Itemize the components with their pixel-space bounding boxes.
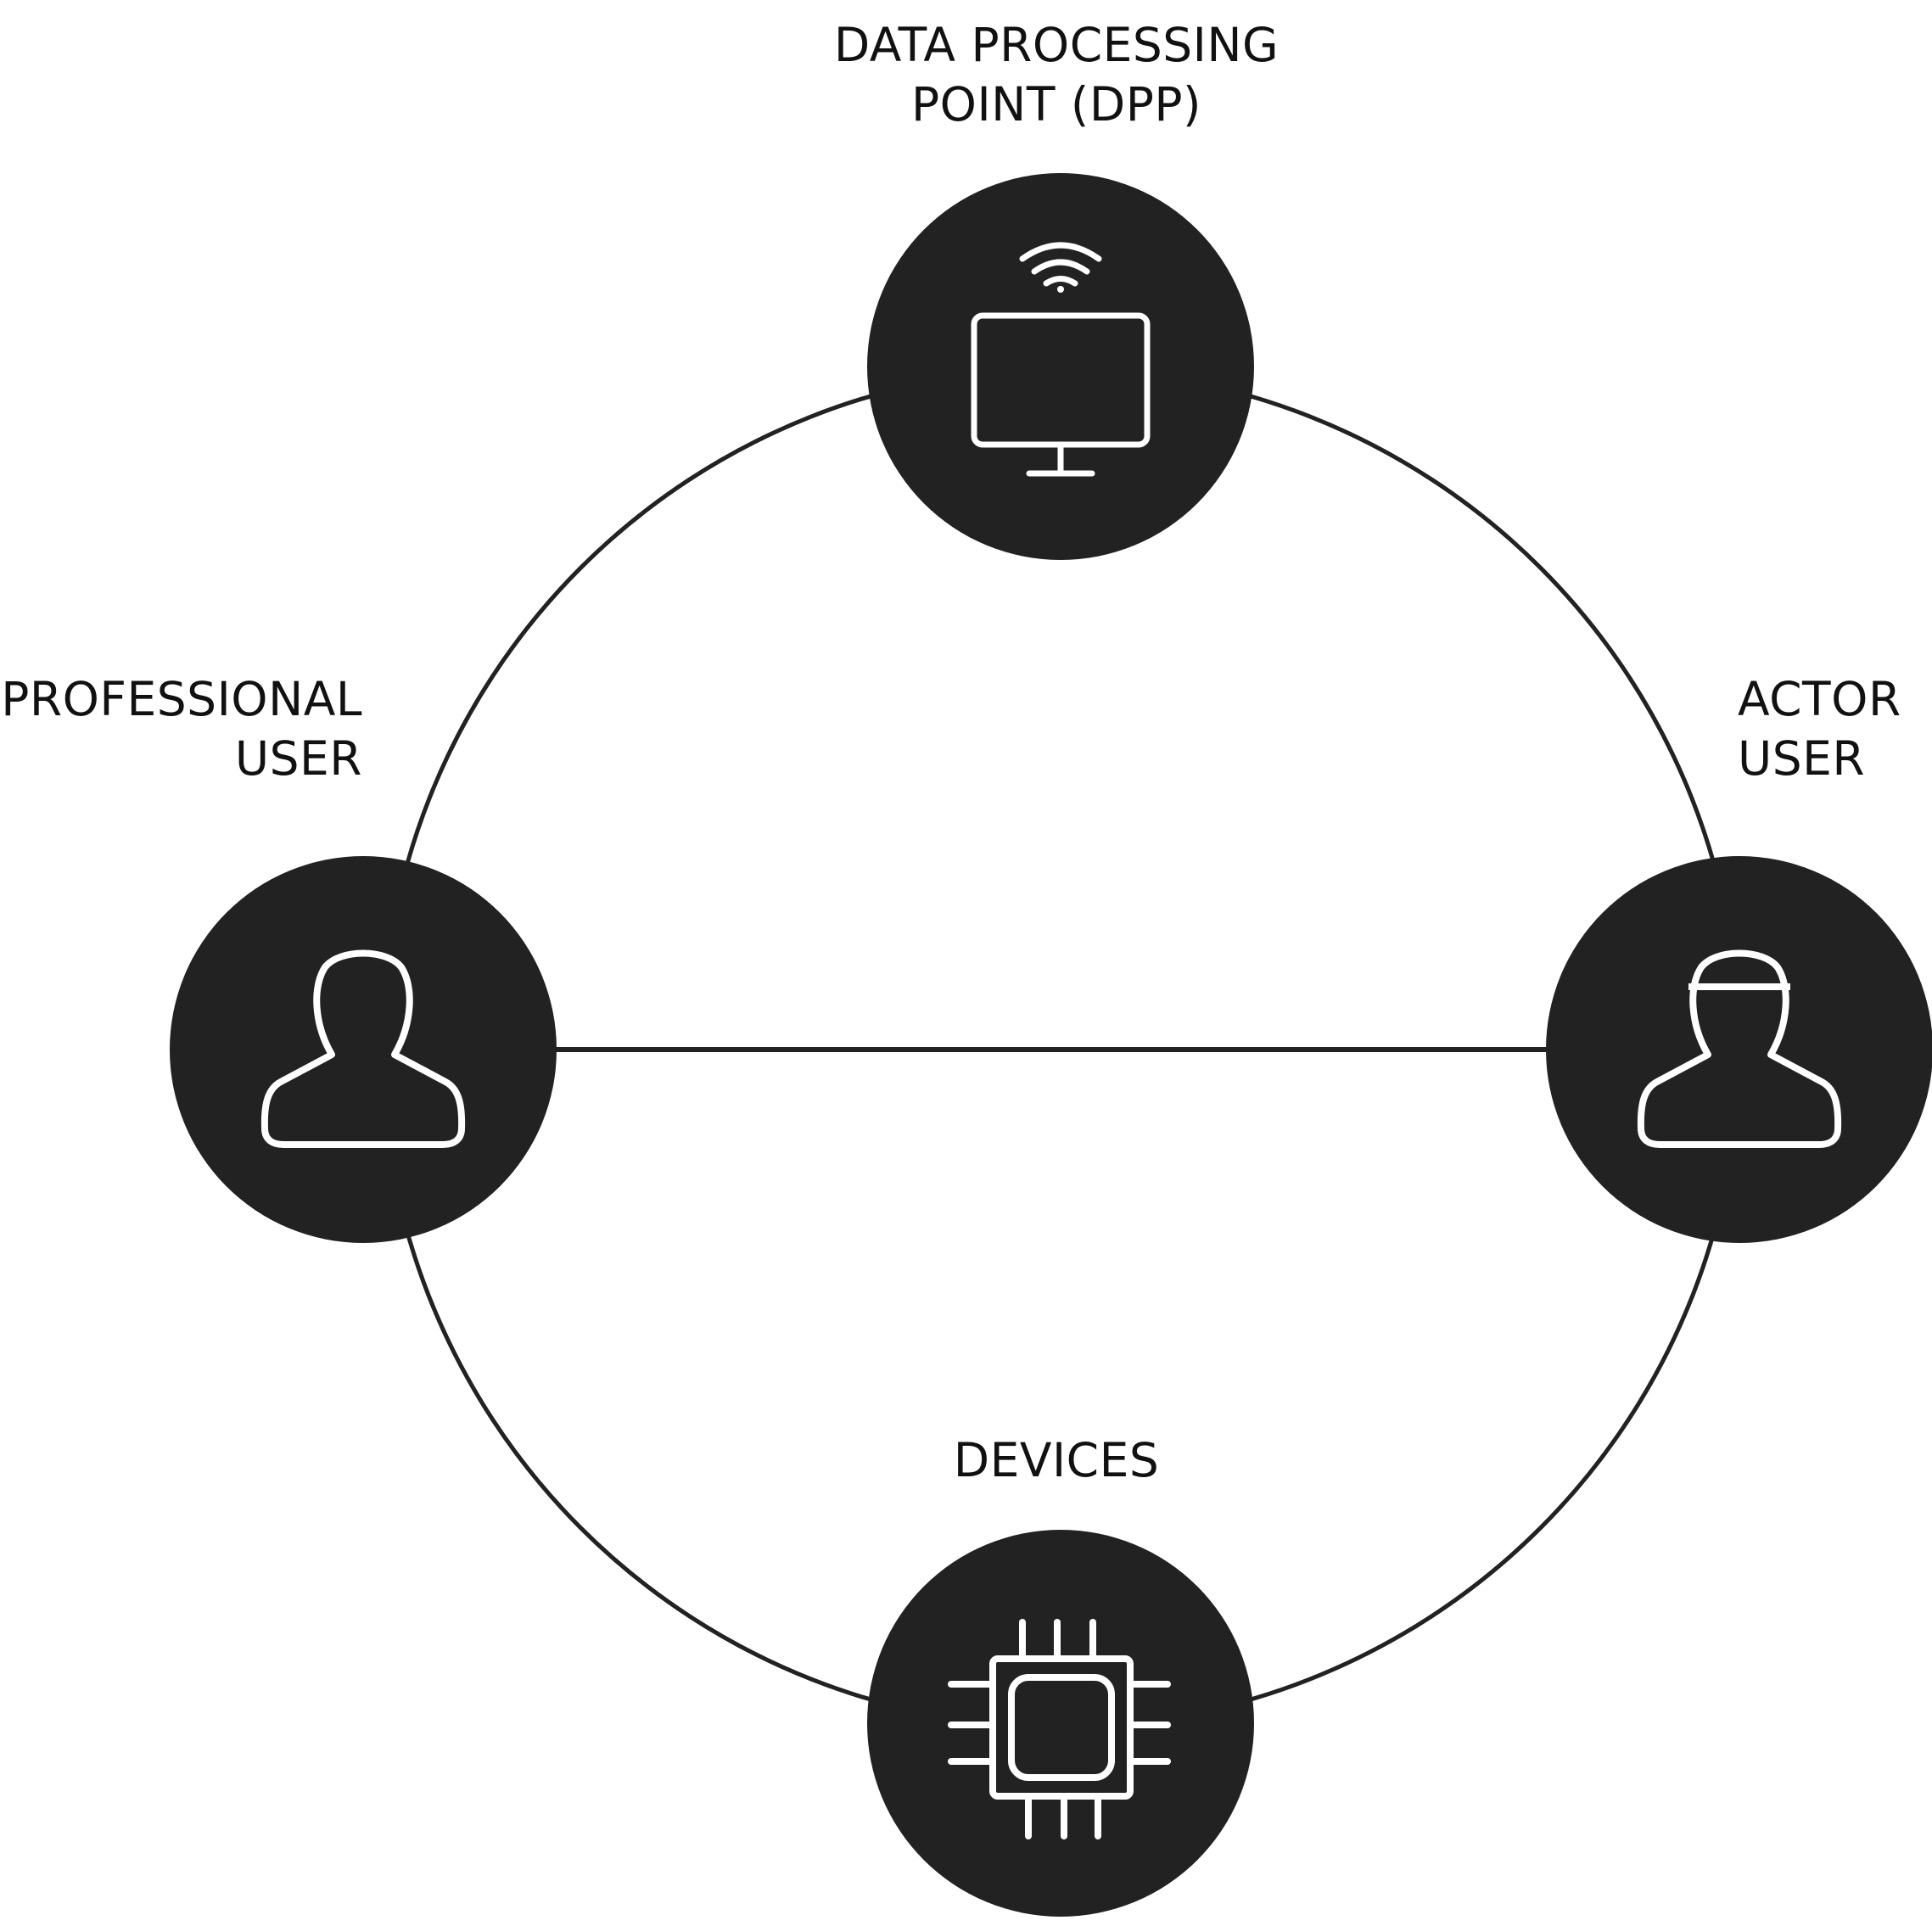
user-icon (260, 949, 466, 1148)
dpp-node-circle (867, 173, 1254, 560)
devices-node[interactable] (867, 1530, 1254, 1917)
actor-user-label: ACTOR USER (1738, 669, 1901, 788)
actor-label-line2: USER (1738, 731, 1866, 786)
monitor-wifi-icon (971, 242, 1151, 477)
chip-icon (948, 1619, 1171, 1839)
professional-user-label: PROFESSIONAL USER (1, 669, 362, 788)
devices-node-circle (867, 1530, 1254, 1917)
professional-user-node[interactable] (170, 856, 557, 1243)
actor-label-line1: ACTOR (1738, 672, 1901, 726)
dpp-label-line2: POINT (DPP) (911, 77, 1201, 132)
dpp-node[interactable] (867, 173, 1254, 560)
user-headband-icon (1637, 949, 1842, 1148)
professional-node-circle (170, 856, 557, 1243)
actor-user-node[interactable] (1546, 856, 1932, 1243)
devices-label: DEVICES (0, 1431, 1932, 1490)
professional-label-line1: PROFESSIONAL (1, 672, 362, 726)
dpp-label-line1: DATA PROCESSING (833, 18, 1280, 72)
actor-node-circle (1546, 856, 1932, 1243)
dpp-label: DATA PROCESSING POINT (DPP) (0, 15, 1932, 134)
professional-label-line2: USER (234, 731, 362, 786)
devices-label-text: DEVICES (953, 1433, 1160, 1487)
